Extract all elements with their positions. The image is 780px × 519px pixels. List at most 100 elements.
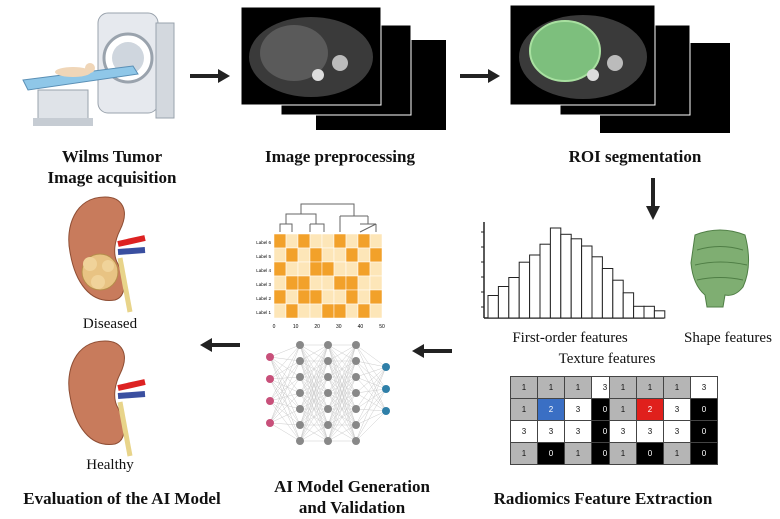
nn-node bbox=[266, 419, 274, 427]
heatmap-cell bbox=[369, 247, 383, 263]
nn-node bbox=[266, 375, 274, 383]
nn-node bbox=[352, 421, 360, 429]
glcm-cell: 1 bbox=[510, 442, 538, 465]
acquisition-title: Wilms Tumor Image acquisition bbox=[42, 146, 182, 188]
glcm-cell: 0 bbox=[690, 420, 718, 443]
histogram-bar bbox=[570, 238, 583, 319]
nn-node bbox=[296, 405, 304, 413]
histogram-bar bbox=[549, 227, 562, 319]
heatmap-cell bbox=[297, 233, 311, 249]
glcm-cell: 1 bbox=[636, 376, 664, 399]
heatmap-cell bbox=[345, 247, 359, 263]
acquisition-title-line1: Wilms Tumor bbox=[61, 147, 163, 166]
glcm-cell: 3 bbox=[663, 398, 691, 421]
histogram-bar bbox=[529, 254, 541, 319]
first-order-label: First-order features bbox=[512, 330, 628, 346]
radiomics-title: Radiomics Feature Extraction bbox=[493, 489, 713, 508]
heatmap-x-tick: 40 bbox=[358, 324, 364, 330]
heatmap-cell bbox=[345, 275, 359, 291]
nn-node bbox=[296, 389, 304, 397]
heatmap-cell bbox=[321, 261, 335, 277]
heatmap-cell bbox=[357, 303, 371, 319]
glcm-cell: 3 bbox=[663, 420, 691, 443]
evaluation-title: Evaluation of the AI Model bbox=[23, 489, 221, 508]
heatmap-cell bbox=[345, 303, 359, 319]
glcm-cell: 1 bbox=[609, 442, 637, 465]
histogram-bar bbox=[487, 295, 499, 319]
heatmap-cell bbox=[309, 261, 323, 277]
glcm-cell: 3 bbox=[690, 376, 718, 399]
nn-node bbox=[352, 357, 360, 365]
shape-features-icon bbox=[690, 229, 749, 308]
glcm-cell: 1 bbox=[609, 398, 637, 421]
histogram-bar bbox=[560, 233, 572, 319]
glcm-cell: 0 bbox=[690, 398, 718, 421]
histogram-bar bbox=[497, 286, 510, 319]
nn-node bbox=[324, 437, 332, 445]
arrow-left-icon bbox=[200, 338, 240, 352]
heatmap-cell bbox=[297, 289, 311, 305]
heatmap-cell bbox=[285, 275, 299, 291]
nn-node bbox=[296, 341, 304, 349]
glcm-cell: 3 bbox=[537, 420, 565, 443]
histogram-bar bbox=[591, 256, 603, 319]
glcm-cell: 3 bbox=[510, 420, 538, 443]
heatmap-row-label: Label 1 bbox=[256, 310, 271, 315]
heatmap-cell bbox=[357, 233, 371, 249]
diseased-kidney-icon bbox=[68, 196, 146, 313]
glcm-cell: 1 bbox=[510, 398, 538, 421]
ct-stack-segmentation bbox=[505, 3, 735, 138]
nn-node bbox=[266, 353, 274, 361]
nn-node bbox=[352, 373, 360, 381]
histogram-bar bbox=[601, 268, 614, 319]
nn-node bbox=[296, 421, 304, 429]
nn-node bbox=[296, 357, 304, 365]
nn-node bbox=[352, 389, 360, 397]
heatmap-cell bbox=[309, 233, 323, 249]
acquisition-title-line2: Image acquisition bbox=[47, 168, 177, 187]
histogram-bar bbox=[539, 243, 551, 319]
nn-node bbox=[324, 405, 332, 413]
ai-model-title: AI Model Generation and Validation bbox=[252, 476, 452, 518]
glcm-cell: 3 bbox=[609, 420, 637, 443]
heatmap-row-label: Label 5 bbox=[256, 254, 271, 259]
heatmap-cell bbox=[369, 275, 383, 291]
heatmap-cell bbox=[357, 247, 371, 263]
heatmap-cell bbox=[309, 303, 323, 319]
arrow-left-icon bbox=[412, 344, 452, 358]
heatmap-cell bbox=[321, 247, 335, 263]
nn-node bbox=[266, 397, 274, 405]
nn-node bbox=[352, 341, 360, 349]
heatmap-cell bbox=[309, 275, 323, 291]
nn-node bbox=[296, 373, 304, 381]
glcm-cell: 1 bbox=[537, 376, 565, 399]
heatmap-cell bbox=[273, 303, 287, 319]
heatmap-cell bbox=[273, 289, 287, 305]
heatmap-cell bbox=[333, 261, 347, 277]
heatmap-cell bbox=[333, 303, 347, 319]
glcm-cell: 2 bbox=[537, 398, 565, 421]
heatmap-cell bbox=[297, 303, 311, 319]
heatmap-cell bbox=[297, 275, 311, 291]
nn-node bbox=[324, 389, 332, 397]
heatmap-cell bbox=[369, 261, 383, 277]
arrow-right-icon bbox=[460, 69, 500, 83]
heatmap-cell bbox=[309, 289, 323, 305]
histogram-bar bbox=[643, 305, 655, 319]
glcm-cell: 1 bbox=[564, 376, 592, 399]
heatmap-cell bbox=[273, 233, 287, 249]
glcm-cell: 1 bbox=[609, 376, 637, 399]
glcm-cell: 1 bbox=[663, 376, 691, 399]
nn-node bbox=[324, 421, 332, 429]
ct-segmentation-icon bbox=[509, 4, 730, 133]
heatmap-cell bbox=[345, 261, 359, 277]
histogram-bar bbox=[612, 279, 624, 319]
glcm-cell: 0 bbox=[636, 442, 664, 465]
heatmap-x-tick: 20 bbox=[314, 324, 320, 330]
heatmap-cell bbox=[321, 233, 335, 249]
glcm-cell: 2 bbox=[636, 398, 664, 421]
heatmap-cell bbox=[345, 289, 359, 305]
ct-scanner bbox=[18, 8, 188, 133]
